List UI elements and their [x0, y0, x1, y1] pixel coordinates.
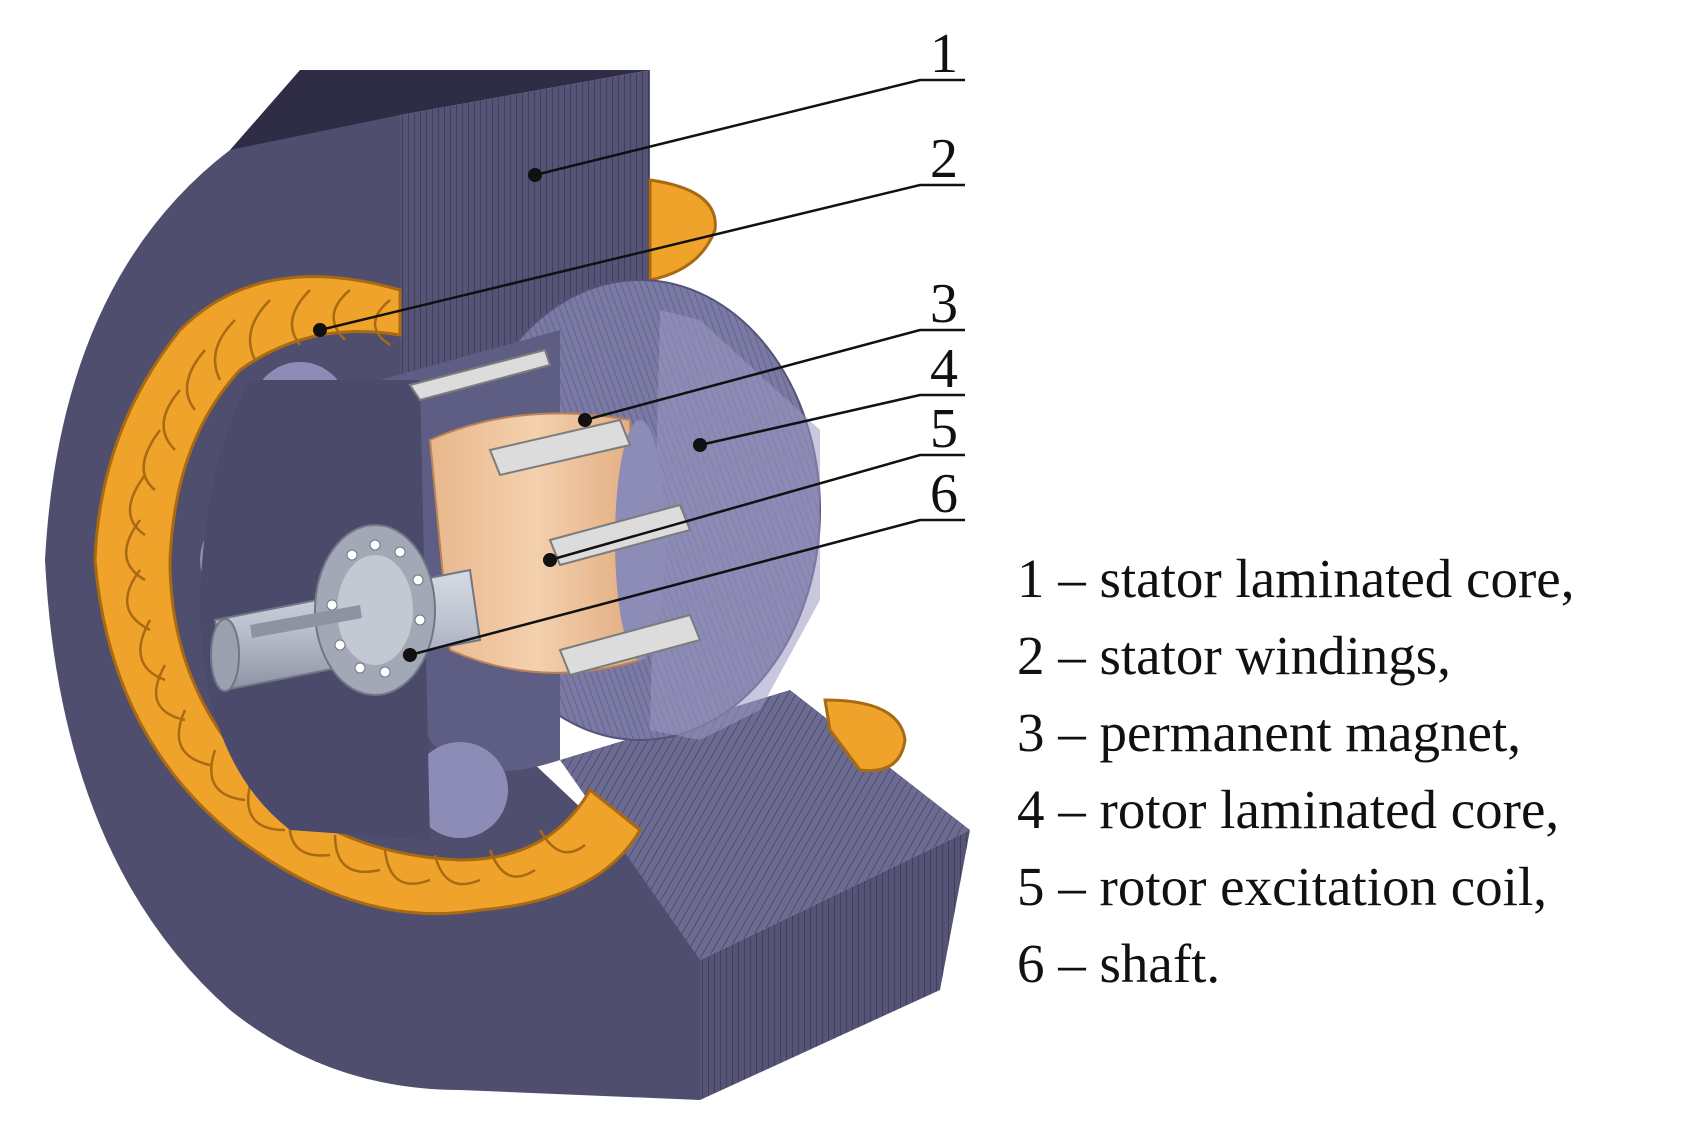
legend-item-shaft: 6 – shaft.: [1017, 933, 1221, 994]
legend-item-stator-core: 1 – stator laminated core,: [1017, 548, 1575, 609]
callout-2: 2: [930, 128, 958, 190]
callout-4: 4: [930, 338, 958, 400]
callout-6: 6: [930, 463, 958, 525]
legend-item-rotor-core: 4 – rotor laminated core,: [1017, 779, 1560, 840]
callout-dots: [313, 168, 707, 662]
legend: 1 – stator laminated core, 2 – stator wi…: [1017, 540, 1574, 1002]
callout-5: 5: [930, 398, 958, 460]
callout-1: 1: [930, 23, 958, 85]
callout-3: 3: [930, 273, 958, 335]
legend-item-permanent-magnet: 3 – permanent magnet,: [1017, 702, 1521, 763]
legend-item-rotor-coil: 5 – rotor excitation coil,: [1017, 856, 1547, 917]
legend-item-stator-windings: 2 – stator windings,: [1017, 625, 1451, 686]
callout-leaders: [319, 78, 965, 657]
